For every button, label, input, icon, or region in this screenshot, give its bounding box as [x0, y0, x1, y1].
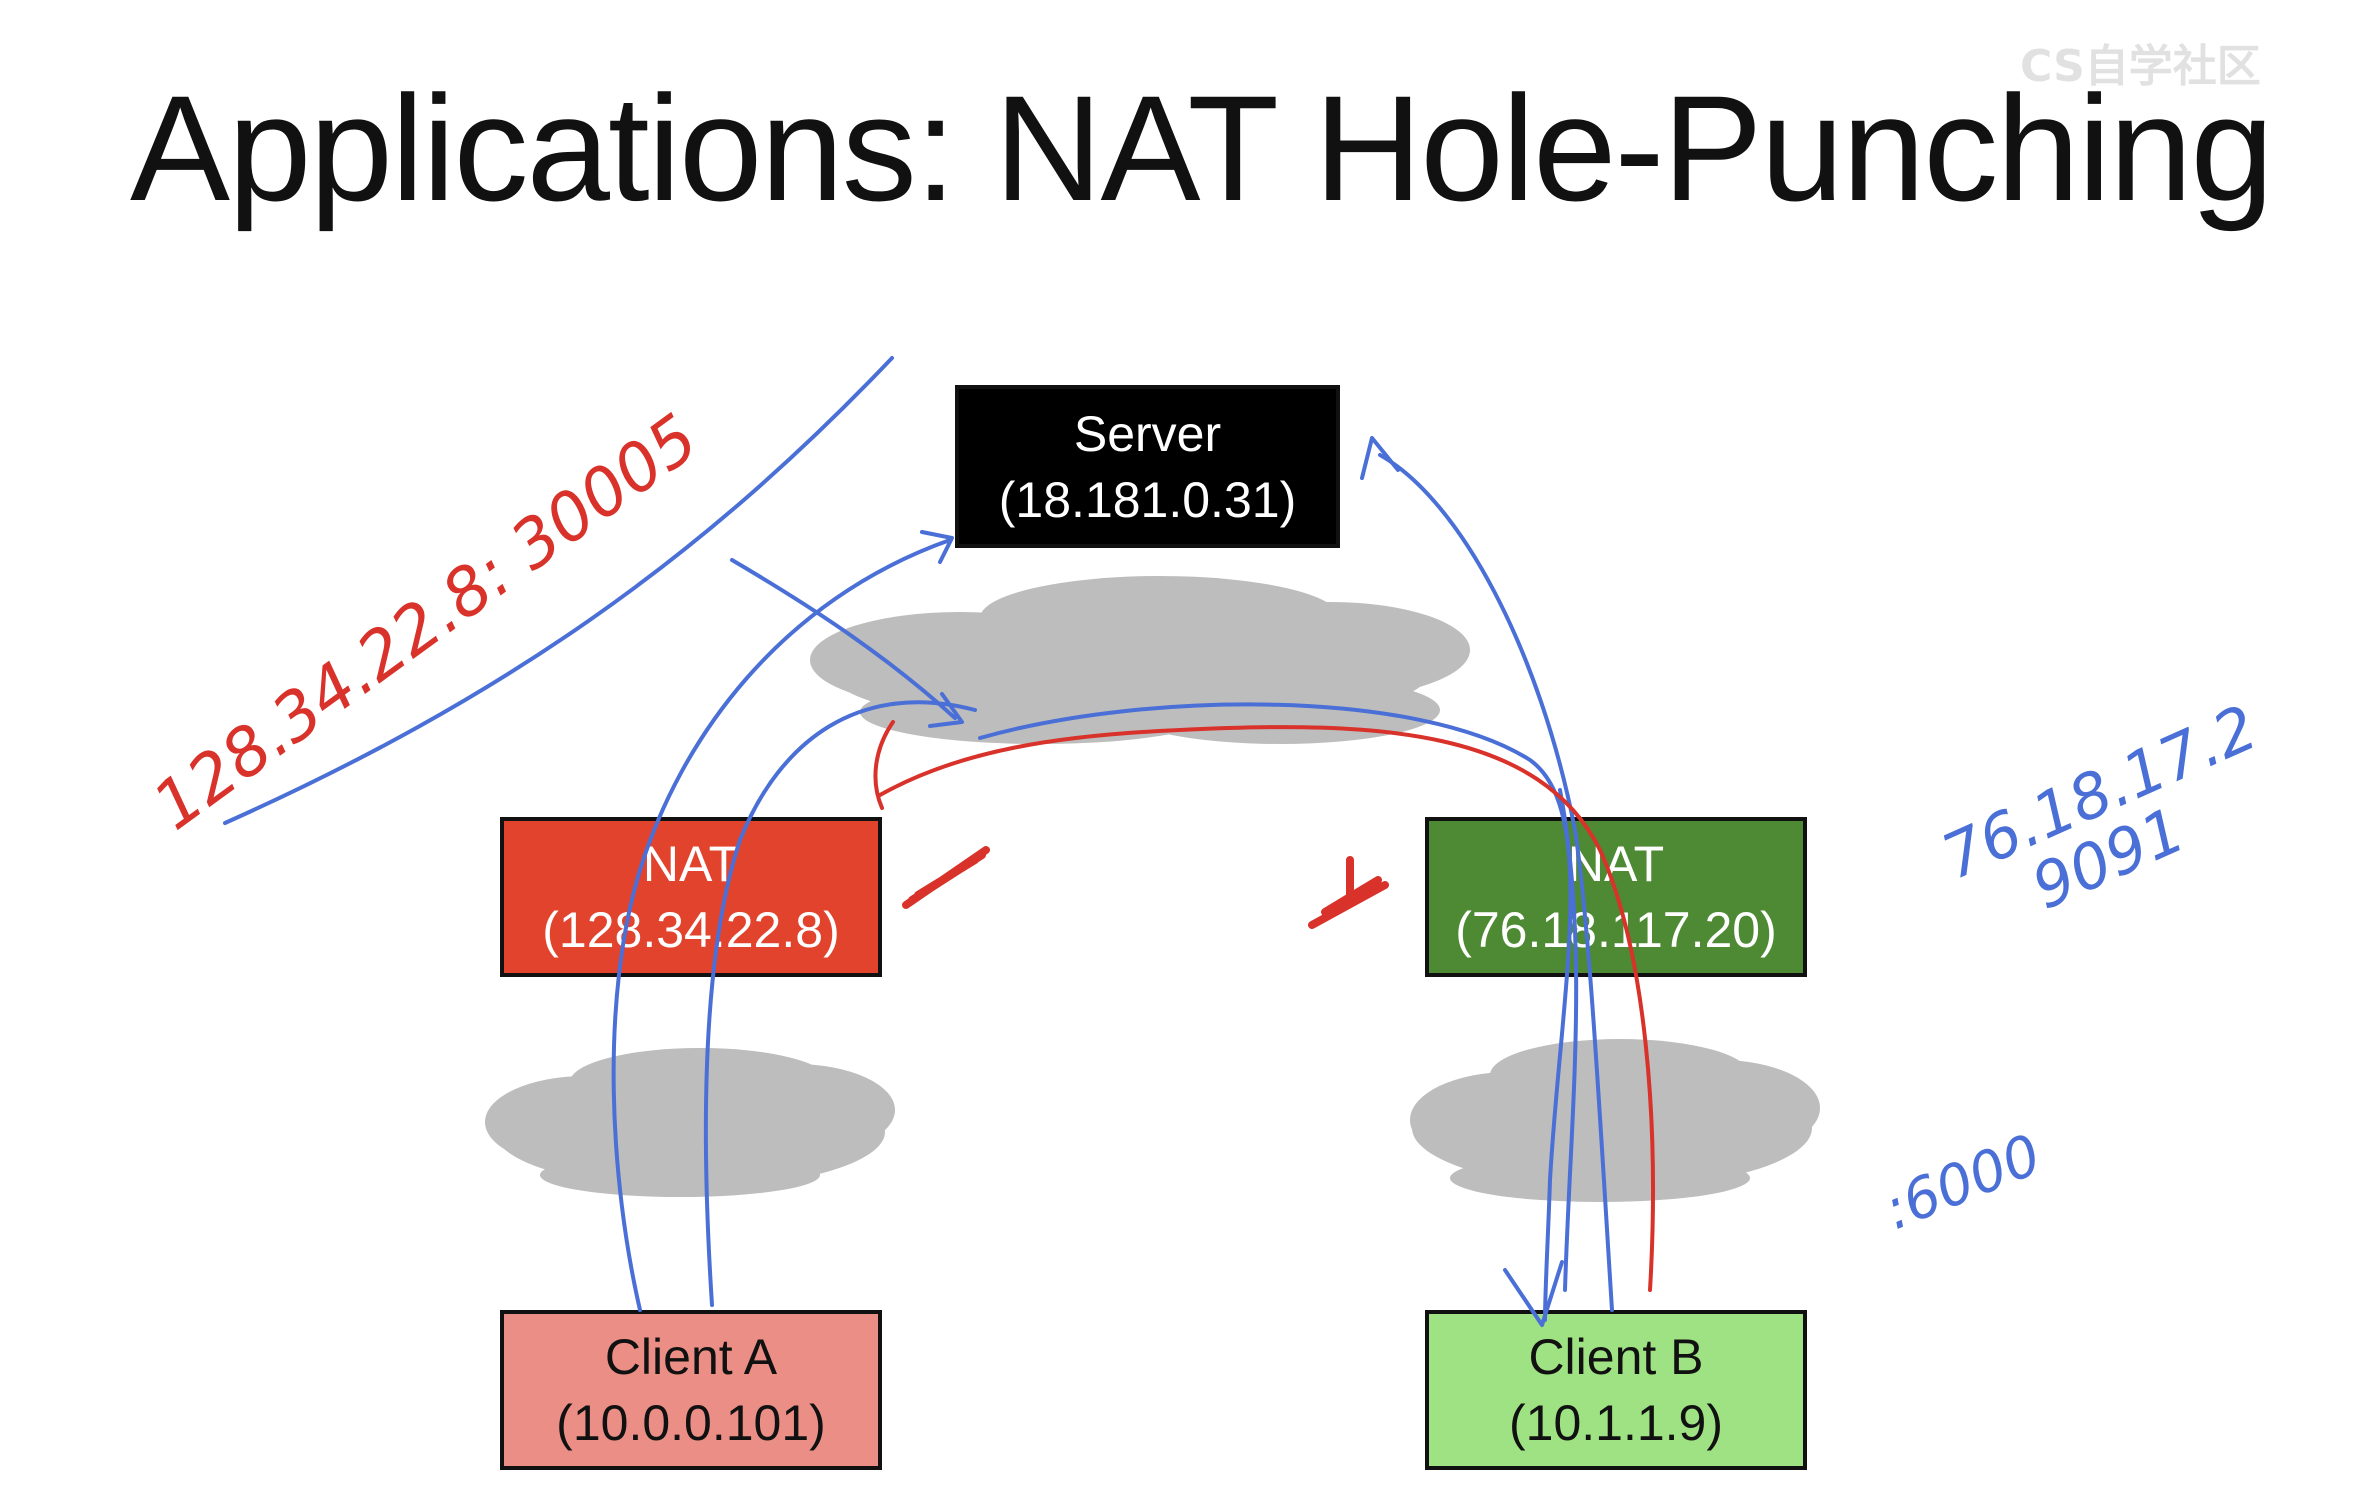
server-name: Server — [1073, 405, 1222, 462]
client-b-node: Client B (10.1.1.9) — [1425, 1310, 1807, 1470]
ink-path-to-client-b — [978, 702, 1573, 1322]
ink-path-to-client-b-2 — [1558, 788, 1579, 1292]
nat-b-ip: (76.18.117.20) — [1455, 902, 1777, 958]
annotation-nat-a-mapping: 128.34.22.8: 30005 — [139, 399, 712, 845]
nat-a-ip: (128.34.22.8) — [542, 902, 840, 958]
ink-path-client-a-to-server — [611, 538, 952, 1312]
ink-red-arrowhead — [873, 720, 895, 810]
annotation-client-b-port: :6000 — [1876, 1122, 2050, 1243]
ink-red-blocked-mark-b — [1308, 856, 1389, 929]
server-ip: (18.181.0.31) — [998, 471, 1297, 528]
client-a-ip: (10.0.0.101) — [556, 1395, 826, 1451]
client-b-name: Client B — [1528, 1329, 1704, 1385]
client-a-name: Client A — [604, 1329, 778, 1385]
client-a-node: Client A (10.0.0.101) — [500, 1310, 882, 1470]
ink-red-path-b-to-a — [878, 725, 1655, 1292]
nat-a-name: NAT — [642, 836, 740, 892]
ink-underline-mapping-a — [223, 356, 894, 825]
client-b-ip: (10.1.1.9) — [1508, 1395, 1723, 1451]
nat-a-node: NAT (128.34.22.8) — [500, 817, 882, 977]
ink-path-server-reply — [730, 558, 957, 720]
server-node: Server (18.181.0.31) — [955, 385, 1340, 548]
ink-arrowhead-client-b — [1503, 1260, 1564, 1327]
slide-title: Applications: NAT Hole-Punching — [130, 64, 2274, 232]
ink-arrowhead-reply — [928, 692, 964, 728]
watermark: CS自学社区 — [2020, 41, 2261, 92]
ink-arrowhead-server-a — [920, 530, 954, 564]
ink-red-blocked-mark-a — [902, 846, 990, 909]
ink-path-client-b-to-server — [1378, 453, 1614, 1312]
nat-b-name: NAT — [1567, 836, 1665, 892]
cloud-internet — [810, 576, 1470, 744]
ink-path-server-to-client-a — [703, 700, 977, 1307]
cloud-network-a — [485, 1048, 895, 1197]
ink-arrowhead-server-b — [1360, 436, 1400, 480]
